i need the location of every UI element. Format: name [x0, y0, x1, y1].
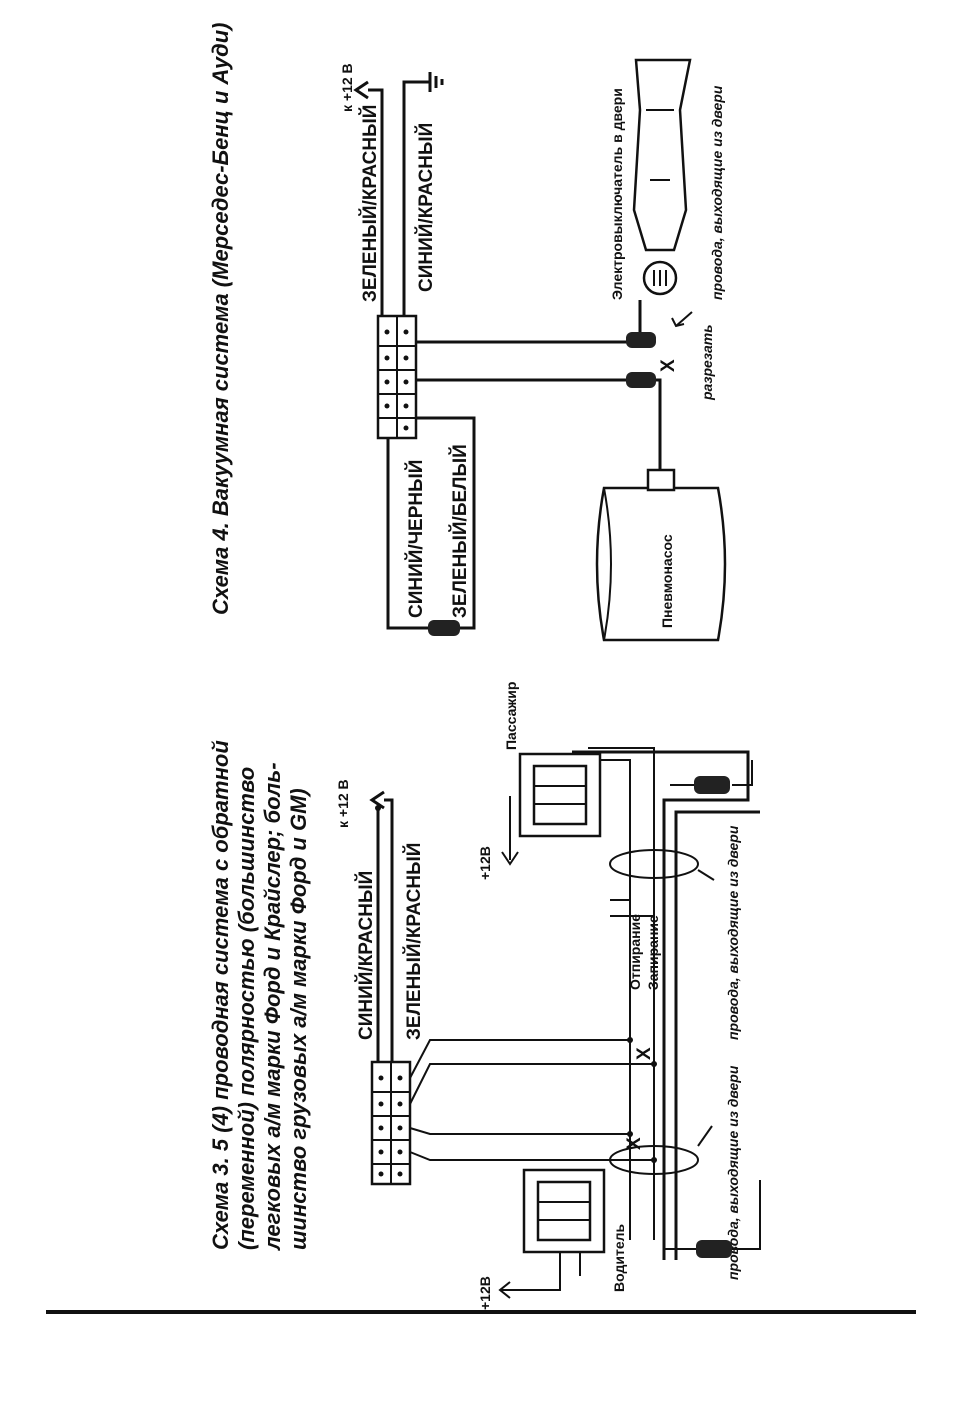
scheme3-driver: Водитель: [611, 1223, 627, 1292]
pump-icon: [595, 468, 727, 642]
door-switch-icon: [632, 58, 692, 296]
scheme4-wire-blue-black: СИНИЙ/ЧЕРНЫЙ: [405, 460, 427, 618]
scheme3-door-wires: провода, выходящие из двери: [725, 825, 741, 1040]
scheme4-cut: разрезать: [699, 324, 715, 401]
scheme3-connector: [370, 1060, 412, 1186]
scheme3-wire-blue-red: СИНИЙ/КРАСНЫЙ: [355, 871, 377, 1040]
scheme3-plus12-driver: +12В: [477, 1276, 493, 1310]
scheme4-wire-blue-red: СИНИЙ/КРАСНЫЙ: [415, 123, 437, 292]
scheme4-cut-mark: Х: [658, 359, 679, 372]
scheme4-title: Схема 4. Вакуумная система (Мерседес-Бен…: [208, 23, 233, 615]
scheme4-pump: Пневмонасос: [659, 534, 675, 628]
scheme4-connector: [376, 314, 418, 440]
scheme3-door-wires-2: провода, выходящие из двери: [725, 1065, 741, 1280]
actuator-icon-2: [664, 1240, 732, 1258]
scheme3-wire-green-red: ЗЕЛЕНЫЙ/КРАСНЫЙ: [403, 843, 425, 1040]
scheme3-title-line-3: легковых а/м марки Форд и Крайслер; боль…: [260, 762, 285, 1251]
scheme4-door-wires: провода, выходящие из двери: [709, 85, 725, 300]
scheme3-title-line-2: (переменной) полярностью (большинство: [234, 767, 259, 1250]
scheme4-wire-green-red: ЗЕЛЕНЫЙ/КРАСНЫЙ: [359, 105, 381, 302]
scheme3-title-line-1: Схема 3. 5 (4) проводная система с обрат…: [208, 740, 233, 1250]
actuator-icon-1: [670, 776, 730, 794]
scheme-3: Схема 3. 5 (4) проводная система с обрат…: [208, 682, 761, 1310]
scheme3-passenger: Пассажир: [503, 682, 519, 750]
scheme4-plus12: к +12 В: [339, 63, 355, 112]
scheme3-plus12-passenger: +12В: [477, 846, 493, 880]
scheme3-lock: Запирание: [645, 915, 661, 990]
passenger-switch-icon: [518, 752, 602, 838]
scheme-4: Схема 4. Вакуумная система (Мерседес-Бен…: [208, 23, 727, 642]
scheme3-unlock: Отпирание: [627, 914, 643, 990]
scheme4-wire-green-white: ЗЕЛЕНЫЙ/БЕЛЫЙ: [449, 444, 471, 618]
scheme3-title-line-4: шинство грузовых а/м марки Форд и GM): [286, 788, 311, 1250]
scheme4-door-switch: Электровыключатель в двери: [609, 88, 625, 300]
scheme3-plus12: к +12 В: [335, 779, 351, 828]
driver-switch-icon: [522, 1168, 606, 1254]
scheme3-cut-mark-1: Х: [634, 1047, 655, 1060]
